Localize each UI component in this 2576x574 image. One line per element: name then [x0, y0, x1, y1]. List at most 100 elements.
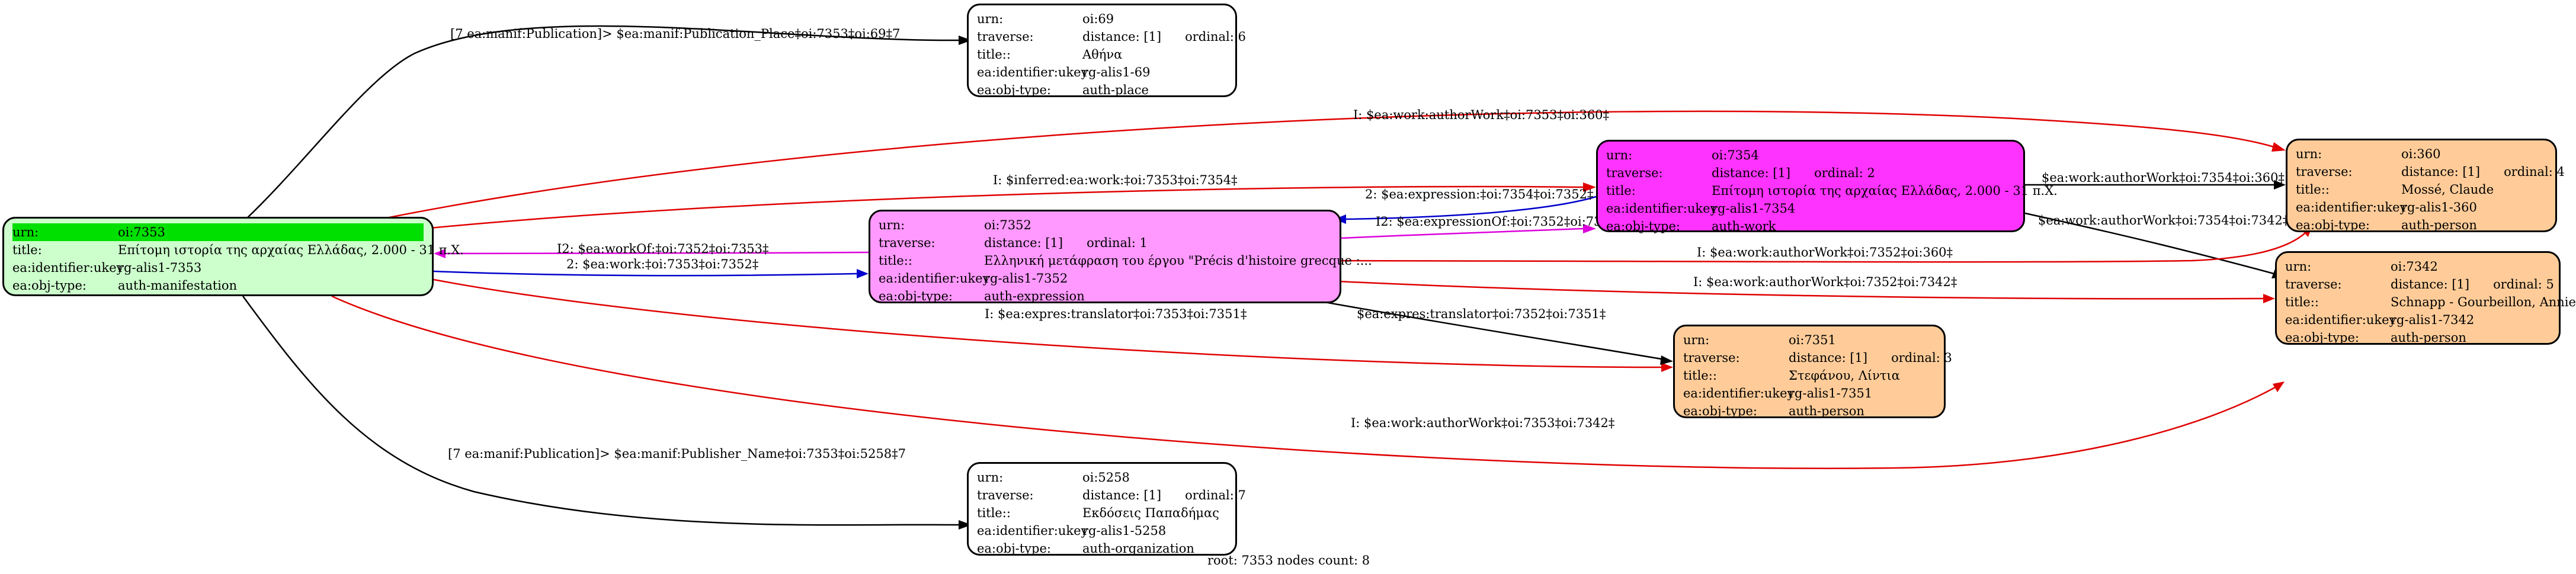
title-value: Επίτομη ιστορία της αρχαίας Ελλάδας, 2.0…	[118, 243, 464, 257]
urn-key: urn:	[12, 225, 39, 239]
title-value: Mossé, Claude	[2401, 182, 2494, 197]
ukey-value: rg-alis1-7353	[118, 261, 202, 275]
edge-x360	[1257, 233, 2305, 263]
node-ukey-row: ea:identifier:ukey rg-alis1-7353	[12, 259, 424, 277]
urn-value: oi:7351	[1789, 333, 1836, 347]
edge-author-360	[386, 110, 2274, 219]
node-oi-7352[interactable]: urn: oi:7352 traverse: distance: [1]ordina…	[869, 210, 1372, 303]
title-key: title::	[1683, 368, 1717, 383]
urn-key: urn:	[1683, 333, 1710, 347]
traverse-value: distance: [1]ordinal: 6	[1082, 30, 1246, 44]
title-key: title:	[1606, 184, 1636, 198]
arrowhead	[959, 36, 972, 45]
node-oi-7354[interactable]: urn:oi:7354 traverse:distance: [1]ordina…	[1596, 140, 2058, 233]
node-oi-7342[interactable]: urn: oi:7342 traverse: distance: [1]ordina…	[2275, 251, 2576, 345]
edge-label-expression: 2: $ea:expression:‡oi:7354‡oi:7352‡	[1365, 187, 1594, 201]
type-value: auth-work	[1712, 219, 1776, 233]
traverse-key: traverse:	[1683, 351, 1740, 365]
ukey-key: ea:identifier:ukey	[12, 261, 124, 275]
traverse-key: traverse:	[977, 488, 1034, 502]
edge-translator-2	[1291, 295, 1662, 360]
node-oi-69[interactable]: urn:oi:69 traverse:distance: [1]ordinal:…	[967, 4, 1246, 97]
arrowhead	[2271, 142, 2286, 152]
urn-value: oi:7342	[2391, 259, 2438, 274]
title-key: title::	[977, 506, 1011, 520]
traverse-value: distance: [1]ordinal: 7	[1082, 488, 1246, 502]
title-key: title::	[2296, 182, 2330, 197]
edge-label-x7342: I: $ea:work:authorWork‡oi:7352‡oi:7342‡	[1693, 275, 1957, 289]
type-key: ea:obj-type:	[879, 289, 953, 303]
arrowhead	[1583, 182, 1596, 192]
arrowhead	[1583, 224, 1596, 233]
urn-value: oi:7353	[118, 225, 165, 239]
edge-label-translator-1: I: $ea:expres:translator‡oi:7353‡oi:7351…	[985, 307, 1247, 321]
ukey-key: ea:identifier:ukey	[977, 524, 1088, 538]
node-oi-7353[interactable]: urn: oi:7353 title: Επίτομη ιστορία της …	[2, 217, 464, 296]
type-key: ea:obj-type:	[2296, 218, 2370, 232]
urn-key: urn:	[2285, 259, 2312, 274]
ukey-key: ea:identifier:ukey	[879, 271, 990, 286]
edge-x7342	[1257, 276, 2264, 300]
edge-translator-1	[433, 278, 1662, 368]
type-key: ea:obj-type:	[2285, 331, 2359, 345]
node-title-row: title: Επίτομη ιστορία της αρχαίας Ελλάδ…	[12, 241, 464, 259]
traverse-value: distance: [1]ordinal: 5	[2391, 277, 2554, 291]
type-value: auth-manifestation	[118, 278, 238, 293]
urn-value: oi:7352	[984, 218, 1031, 232]
traverse-value: distance: [1]ordinal: 2	[1712, 166, 1875, 180]
arrowhead	[959, 520, 972, 530]
arrowhead	[2274, 180, 2286, 190]
type-value: auth-person	[2391, 331, 2466, 345]
type-value: auth-expression	[984, 289, 1085, 303]
type-value: auth-organization	[1082, 541, 1194, 556]
ukey-key: ea:identifier:ukey	[1606, 201, 1718, 216]
urn-key: urn:	[977, 470, 1004, 485]
ukey-value: rg-alis1-7342	[2391, 313, 2475, 327]
arrowhead	[1661, 363, 1673, 372]
urn-key: urn:	[1606, 148, 1633, 162]
ukey-key: ea:identifier:ukey	[977, 65, 1088, 79]
edge-publication-place	[245, 25, 960, 220]
traverse-value: distance: [1]ordinal: 3	[1789, 351, 1952, 365]
urn-key: urn:	[879, 218, 905, 232]
edge-label-expression-of: I2: $ea:expressionOf:‡oi:7352‡oi:7354‡	[1376, 214, 1624, 229]
traverse-key: traverse:	[977, 30, 1034, 44]
ukey-value: rg-alis1-7351	[1789, 386, 1873, 400]
title-value: Στεφάνου, Λίντια	[1789, 368, 1900, 383]
traverse-value: distance: [1]ordinal: 1	[984, 236, 1148, 250]
urn-value: oi:5258	[1082, 470, 1130, 485]
traverse-key: traverse:	[2285, 277, 2342, 291]
traverse-key: traverse:	[2296, 165, 2353, 179]
node-oi-7351[interactable]: urn: oi:7351 traverse: distance: [1]ordina…	[1673, 325, 1952, 418]
ukey-value: rg-alis1-7352	[984, 271, 1068, 286]
ukey-value: rg-alis1-5258	[1082, 524, 1167, 538]
edge-label-w7342: $ea:work:authorWork‡oi:7354‡oi:7342‡	[2038, 213, 2289, 227]
arrowhead	[2263, 294, 2275, 303]
type-value: auth-person	[2401, 218, 2477, 232]
traverse-key: traverse:	[879, 236, 935, 250]
arrowhead	[1660, 355, 1673, 365]
edge-work	[433, 270, 857, 277]
type-key: ea:obj-type:	[1683, 404, 1757, 418]
title-value: Εκδόσεις Παπαδήμας	[1082, 506, 1219, 520]
traverse-key: traverse:	[1606, 166, 1663, 180]
type-value: auth-place	[1082, 83, 1149, 97]
node-urn-row: urn: oi:7353	[12, 223, 424, 241]
type-key: ea:obj-type:	[12, 278, 86, 293]
edge-publisher	[242, 296, 960, 526]
ukey-value: rg-alis1-7354	[1712, 201, 1796, 216]
edge-label-w360: $ea:work:authorWork‡oi:7354‡oi:360‡	[2042, 171, 2285, 185]
graph-footer: root: 7353 nodes count: 8	[1207, 553, 1370, 567]
edge-w7342	[2024, 212, 2274, 275]
title-value: Schnapp - Gourbeillon, Annie	[2391, 295, 2576, 309]
title-key: title::	[977, 47, 1011, 62]
node-oi-360[interactable]: urn:oi:360 traverse:distance: [1]ordinal…	[2286, 139, 2565, 232]
edge-label-x360: I: $ea:work:authorWork‡oi:7352‡oi:360‡	[1697, 245, 1953, 259]
ukey-value: rg-alis1-69	[1082, 65, 1151, 79]
edge-label-work-of: I2: $ea:workOf:‡oi:7352‡oi:7353‡	[557, 242, 769, 256]
node-oi-5258[interactable]: urn: oi:5258 traverse: distance: [1]ordina…	[967, 462, 1246, 556]
arrowhead	[857, 269, 869, 278]
edge-label-publisher: [7 ea:manif:Publication]> $ea:manif:Publ…	[448, 447, 906, 461]
edge-label-author-7342: I: $ea:work:authorWork‡oi:7353‡oi:7342‡	[1351, 416, 1615, 430]
